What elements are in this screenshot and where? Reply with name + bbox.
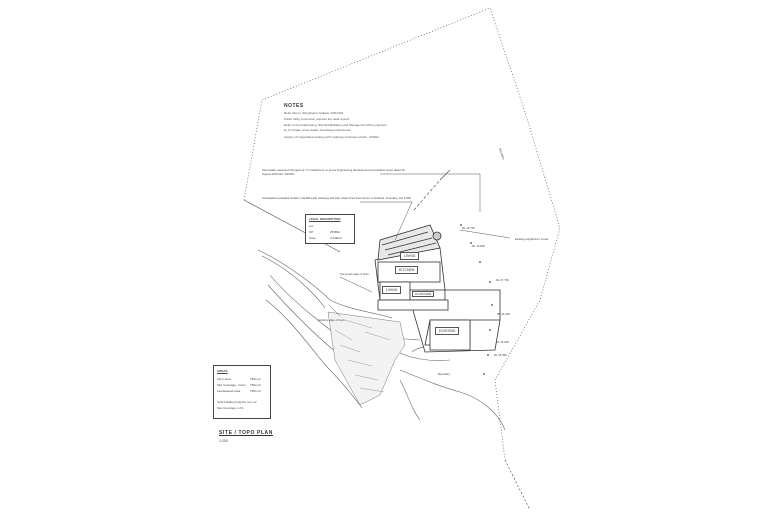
room-label: PLATFORM: [412, 291, 435, 297]
level-label: RL 19.800: [472, 244, 485, 248]
notes-box: NOTES Refer also to: Ettinghams Civilaxi…: [282, 103, 392, 149]
areas-label: Floor Area: [217, 377, 231, 381]
room-label: LIVING: [382, 286, 402, 294]
areas-extra: Total building footprint xxx m2: [217, 400, 257, 404]
notes-title: NOTES: [284, 103, 304, 109]
level-label: RL 19.700: [462, 226, 475, 230]
legal-label: Area:: [309, 236, 317, 240]
annotation-text: Existing edge of bush: [318, 318, 345, 322]
areas-box: AREAS Floor Area TBA m2 Site Coverage - …: [213, 365, 271, 419]
room-label: LIVING: [400, 252, 420, 260]
drawing-scale: 1:200: [219, 439, 228, 443]
annotation-text: Boundary: [438, 372, 450, 376]
site-boundary: [243, 7, 561, 511]
areas-extra: Site Coverage x.x%: [217, 406, 244, 410]
annotation-text: Anticipated excavated location, backfill…: [262, 196, 411, 200]
legal-label: Lot:: [309, 224, 315, 228]
legal-label: DP:: [309, 230, 315, 234]
leader-lines: [329, 173, 511, 317]
legal-value: 253894: [330, 230, 341, 234]
level-label: RL 16.000: [497, 312, 510, 316]
level-label: RL 17.700: [496, 278, 509, 282]
level-label: RL 16.000: [496, 340, 509, 344]
legal-description-box: LEGAL DESCRIPTION Lot: DP: 253894 Area: …: [305, 214, 355, 244]
areas-label: Landscaped area: [217, 389, 241, 393]
survey-points: [460, 224, 493, 375]
areas-value: TBA m2: [250, 377, 261, 381]
areas-label: Site Coverage - lower: [217, 383, 246, 387]
room-label: EXISTING: [435, 327, 460, 335]
level-label: RL 15.800: [494, 353, 507, 357]
room-label: KITCHEN: [395, 266, 419, 274]
areas-value: TBA m2: [250, 383, 261, 387]
annotation-text: Existing neighbour's house: [515, 237, 549, 241]
annotation-text: Stormwater easement through Lot 7 to Cat…: [262, 168, 405, 176]
legal-title: LEGAL DESCRIPTION: [309, 217, 341, 221]
notes-line: Refer also to: Ettinghams Civilaxis 19/6…: [284, 111, 344, 115]
areas-value: TBA m2: [250, 389, 261, 393]
legal-value: 3,248m2: [330, 236, 342, 240]
areas-title: AREAS: [217, 369, 228, 373]
annotation-text: Surveyed edge of bush: [340, 272, 369, 276]
notes-line: Refer to the landscaping, Site Rehabilit…: [284, 123, 387, 132]
driveway-hatch: [327, 311, 406, 406]
notes-line: Clearly of unspecified existing earth re…: [284, 135, 379, 139]
notes-line: Public utility connection requires the r…: [284, 117, 350, 121]
drawing-caption: SITE / TOPO PLAN: [219, 430, 273, 436]
